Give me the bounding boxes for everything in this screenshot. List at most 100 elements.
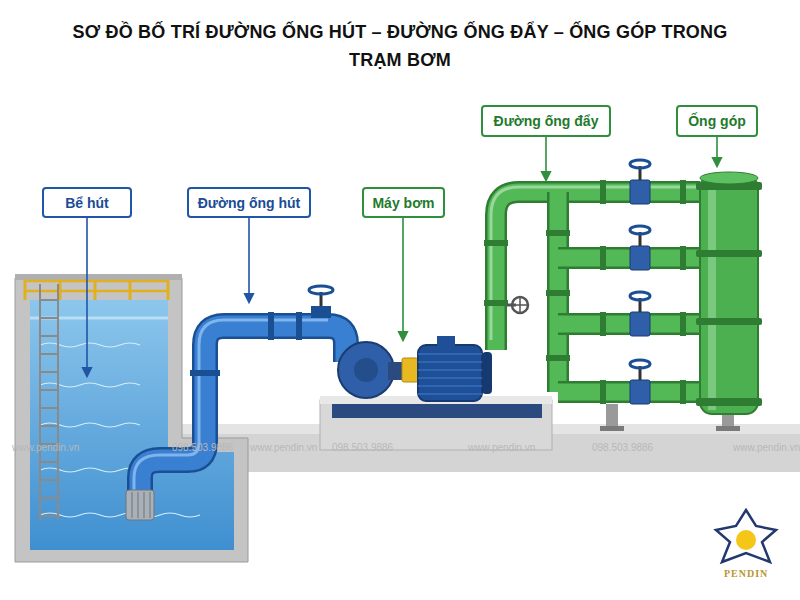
watermark-text: 098.503.9886 [172, 442, 233, 453]
manifold-pipe [696, 250, 762, 257]
watermark-text: www.pendin.vn [468, 442, 535, 453]
discharge-pipe [680, 180, 686, 204]
pump-unit [388, 362, 402, 380]
manifold-pipe [696, 398, 762, 406]
discharge-pipe [680, 312, 686, 336]
discharge-pipe [484, 300, 508, 306]
suction-valve [311, 306, 331, 318]
tank-railing [25, 280, 168, 300]
discharge-pipe [600, 380, 606, 404]
manifold-pipe [700, 172, 758, 184]
suction-pipe [134, 320, 328, 490]
discharge-pipe [558, 258, 700, 392]
discharge-pipe [546, 355, 570, 361]
tank-ladder [40, 284, 58, 520]
suction-pipe [140, 326, 346, 492]
manifold-pipe [696, 318, 762, 325]
callout-text: Đường ống đẩy [494, 113, 599, 129]
leader-lines [545, 137, 547, 180]
branch-valves [630, 292, 650, 300]
pump-unit [437, 336, 455, 346]
discharge-pipe [547, 192, 569, 392]
suction-pipe [134, 312, 346, 492]
pump-unit [332, 404, 542, 418]
suction-strainer [132, 492, 150, 518]
callout-box: Bể hút [42, 187, 132, 218]
watermark-text: 098.503.9886 [332, 442, 393, 453]
discharge-gate-valve [507, 297, 528, 313]
discharge-pipe [680, 380, 686, 404]
company-logo [716, 510, 776, 562]
discharge-pipe [600, 312, 606, 336]
branch-valves [630, 160, 650, 168]
callout-text: Ống góp [688, 113, 746, 129]
callout-box: Đường ống đẩy [481, 105, 611, 137]
leader-lines [87, 137, 717, 376]
callout-box: Ống góp [676, 105, 758, 137]
pump-unit [418, 345, 482, 401]
callout-text: Đường ống hút [198, 195, 301, 211]
suction-strainer [126, 490, 154, 520]
pump-unit [482, 352, 492, 394]
discharge-gate-valve [512, 297, 528, 313]
manifold-supports [600, 426, 624, 431]
watermark-text: www.pendin.vn [250, 442, 317, 453]
discharge-pipe [546, 230, 570, 236]
callout-box: Đường ống hút [187, 187, 311, 218]
pump-unit [338, 342, 394, 398]
logo-text: PENDIN [724, 568, 768, 579]
company-logo [716, 510, 776, 562]
tank-railing [25, 280, 168, 300]
discharge-pipe [600, 246, 606, 270]
manifold-pipe [708, 180, 716, 410]
suction-pipe [140, 326, 346, 492]
leader-lines [86, 218, 88, 376]
tank-ladder [40, 300, 58, 516]
branch-valves [630, 180, 650, 204]
suction-valve [309, 286, 333, 318]
discharge-pipe [491, 187, 700, 340]
suction-pipe [268, 312, 274, 340]
discharge-pipe [484, 180, 700, 404]
company-logo [736, 530, 756, 550]
branch-valves [630, 160, 650, 404]
branch-valves [630, 226, 650, 234]
pump-unit [320, 336, 552, 450]
branch-valves [630, 312, 650, 336]
callout-text: Máy bơm [372, 195, 434, 211]
watermark-text: www.pendin.vn [12, 442, 79, 453]
pump-unit [418, 354, 482, 394]
manifold-pipe [696, 172, 762, 414]
discharge-pipe [484, 240, 508, 246]
discharge-pipe [546, 290, 570, 296]
tank-ladder [40, 284, 58, 520]
manifold-supports [716, 426, 740, 431]
diagram-title: SƠ ĐỒ BỐ TRÍ ĐƯỜNG ỐNG HÚT – ĐƯỜNG ỐNG Đ… [50, 18, 750, 74]
branch-valves [630, 360, 650, 368]
leader-lines [716, 137, 718, 166]
discharge-pipe [680, 246, 686, 270]
suction-pipe [296, 312, 302, 340]
callout-text: Bể hút [65, 195, 109, 211]
pump-unit [354, 358, 378, 382]
branch-valves [630, 246, 650, 270]
discharge-pipe [558, 258, 700, 392]
discharge-pipe [600, 180, 606, 204]
suction-valve [309, 286, 333, 294]
callout-box: Máy bơm [362, 187, 445, 218]
tank-railing [25, 281, 168, 291]
watermark-text: www.pendin.vn [733, 442, 800, 453]
suction-tank [15, 274, 182, 280]
suction-strainer [126, 490, 154, 520]
pump-unit [402, 358, 418, 382]
watermark-text: 098.503.9886 [592, 442, 653, 453]
leader-lines [248, 218, 250, 302]
branch-valves [630, 380, 650, 404]
discharge-gate-valve [512, 297, 528, 313]
suction-tank [40, 343, 200, 517]
manifold-pipe [700, 176, 758, 414]
suction-pipe [190, 370, 220, 376]
leader-lines [402, 218, 404, 340]
